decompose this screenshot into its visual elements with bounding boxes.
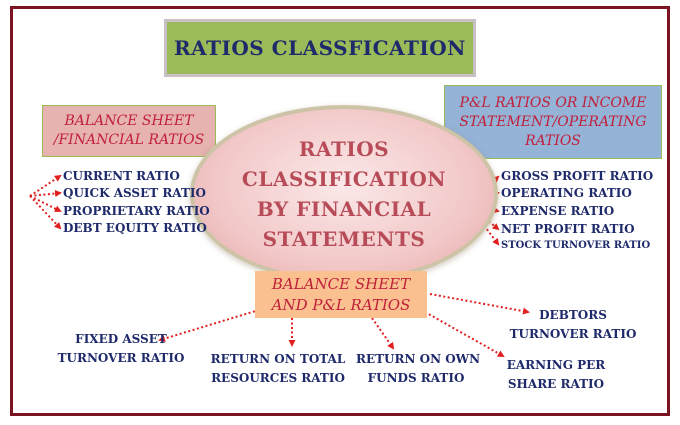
return-own-line1: RETURN ON OWN (356, 352, 481, 366)
pl-category: P&L RATIOS OR INCOME STATEMENT/OPERATING… (444, 85, 662, 159)
item-return-on-total-resources-ratio: RETURN ON TOTAL RESOURCES RATIO (208, 350, 348, 388)
balance-sheet-label-line2: /FINANCIAL RATIOS (53, 132, 205, 148)
center-line3: BY FINANCIAL (256, 197, 432, 221)
title-box: RATIOS CLASSFICATION (164, 19, 476, 77)
center-line4: STATEMENTS (262, 227, 426, 251)
debtors-line1: DEBTORS (539, 308, 607, 322)
item-quick-asset-ratio: QUICK ASSET RATIO (63, 186, 206, 200)
debtors-line2: TURNOVER RATIO (509, 327, 637, 341)
center-ellipse: RATIOS CLASSIFICATION BY FINANCIAL STATE… (190, 105, 498, 283)
item-net-profit-ratio: NET PROFIT RATIO (501, 222, 635, 236)
item-return-on-own-funds-ratio: RETURN ON OWN FUNDS RATIO (356, 350, 481, 388)
item-fixed-asset-turnover-ratio: FIXED ASSET TURNOVER RATIO (56, 330, 186, 368)
pl-label-line2: STATEMENT/OPERATING (459, 113, 647, 130)
item-stock-turnover-ratio: STOCK TURNOVER RATIO (501, 240, 651, 251)
combined-label-line1: BALANCE SHEET (271, 274, 411, 293)
item-gross-profit-ratio: GROSS PROFIT RATIO (501, 169, 654, 183)
return-total-line2: RESOURCES RATIO (211, 371, 345, 385)
item-proprietary-ratio: PROPRIETARY RATIO (63, 204, 210, 218)
center-line2: CLASSIFICATION (241, 167, 447, 191)
balance-sheet-category: BALANCE SHEET /FINANCIAL RATIOS (42, 105, 216, 157)
pl-label-line3: RATIOS (525, 132, 581, 149)
fixed-asset-line1: FIXED ASSET (75, 332, 167, 346)
item-earning-per-share-ratio: EARNING PER SHARE RATIO (496, 356, 616, 394)
diagram-title: RATIOS CLASSFICATION (174, 36, 466, 60)
balance-sheet-label-line1: BALANCE SHEET (64, 113, 194, 129)
eps-line1: EARNING PER (506, 358, 606, 372)
item-debtors-turnover-ratio: DEBTORS TURNOVER RATIO (508, 306, 638, 344)
item-current-ratio: CURRENT RATIO (63, 169, 180, 183)
combined-label-line2: AND P&L RATIOS (271, 295, 411, 314)
item-operating-ratio: OPERATING RATIO (501, 186, 632, 200)
center-line1: RATIOS (298, 137, 390, 161)
return-total-line1: RETURN ON TOTAL (210, 352, 346, 366)
combined-category: BALANCE SHEET AND P&L RATIOS (255, 271, 427, 318)
item-expense-ratio: EXPENSE RATIO (501, 204, 615, 218)
fixed-asset-line2: TURNOVER RATIO (57, 351, 185, 365)
eps-line2: SHARE RATIO (507, 377, 605, 391)
pl-label-line1: P&L RATIOS OR INCOME (459, 94, 647, 111)
return-own-line2: FUNDS RATIO (367, 371, 465, 385)
item-debt-equity-ratio: DEBT EQUITY RATIO (63, 221, 207, 235)
